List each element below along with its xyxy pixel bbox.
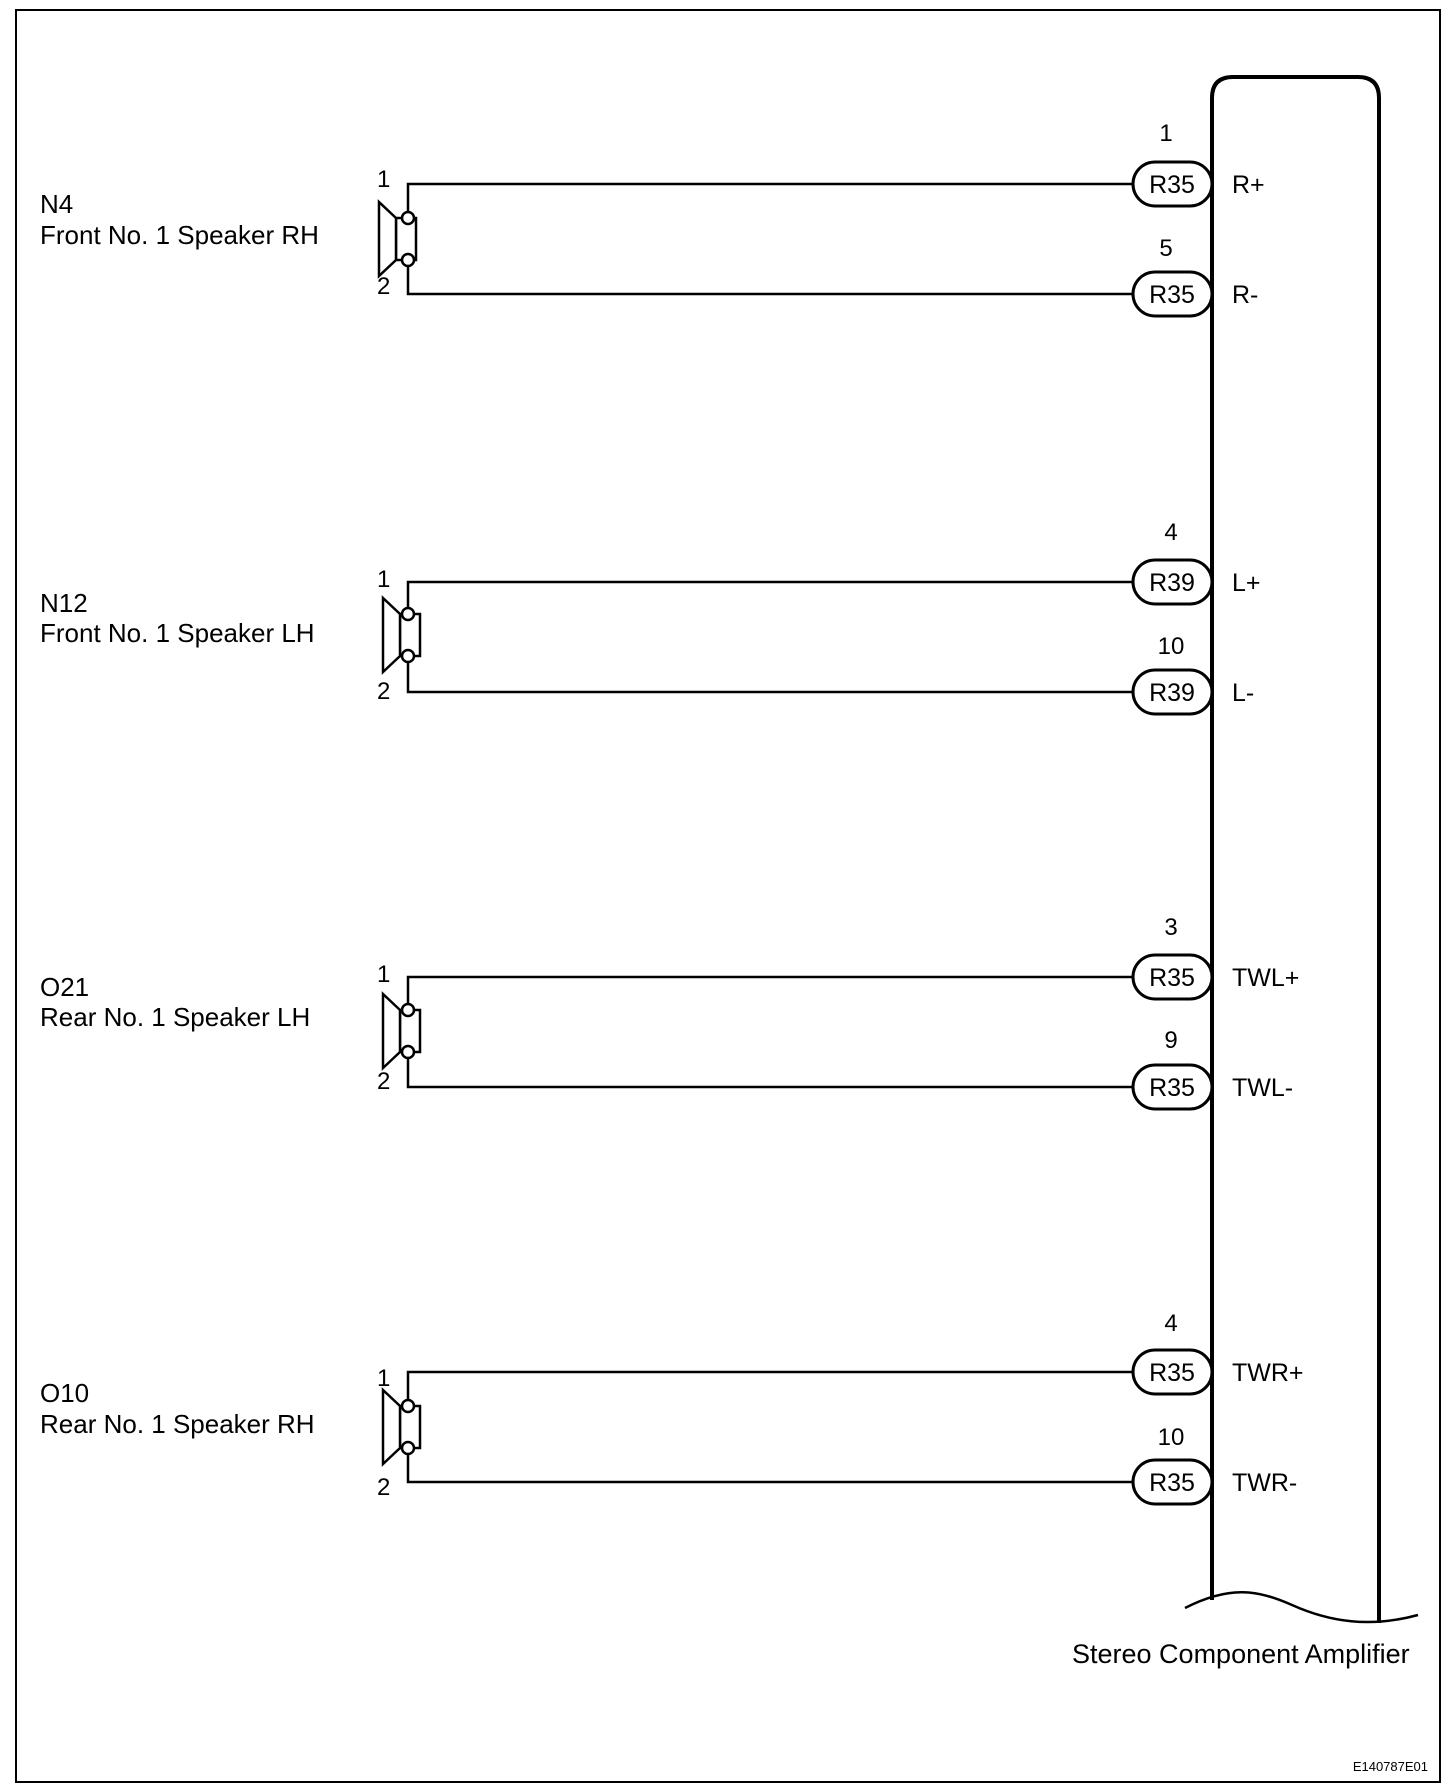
terminal-dot [400,252,416,268]
terminal-signal: R- [1232,281,1258,309]
speaker-group-o21: O21 Rear No. 1 Speaker LH 1 2 3 R35 TWL+… [40,914,1299,1111]
speaker-icon [381,595,422,675]
amp-pin-number: 10 [1158,1424,1185,1451]
terminal-dot [400,1398,416,1414]
terminal-dot [400,1440,416,1456]
amp-pin-number: 4 [1164,1310,1177,1337]
connector-id: R39 [1149,679,1195,707]
terminal-dot [400,606,416,622]
wire-plus [406,580,1133,614]
amp-pin-number: 1 [1159,120,1172,147]
amp-pin-number: 4 [1164,519,1177,546]
connector-id: R35 [1149,964,1195,992]
terminal-signal: TWR+ [1232,1359,1304,1387]
figure-code: E140787E01 [1353,1759,1428,1774]
speaker-pin-1: 1 [377,566,390,593]
speaker-name: Rear No. 1 Speaker LH [40,1002,310,1032]
wire-plus [406,1370,1133,1406]
speaker-pin-2: 2 [377,1474,390,1501]
terminal-dot [400,1044,416,1060]
speaker-id: N12 [40,588,88,618]
wire-minus [406,260,1133,296]
wire-plus [406,975,1133,1010]
terminal-signal: R+ [1232,171,1265,199]
connector-id: R39 [1149,569,1195,597]
speaker-pin-1: 1 [377,961,390,988]
terminal-signal: L+ [1232,569,1261,597]
terminal-signal: L- [1232,679,1254,707]
connector-badge [1131,160,1214,208]
wire-minus [406,656,1133,694]
terminal-dot [400,1002,416,1018]
terminal-dot [400,648,416,664]
amp-pin-number: 9 [1164,1027,1177,1054]
connector-id: R35 [1149,171,1195,199]
amp-pin-number: 5 [1159,235,1172,262]
speaker-pin-1: 1 [377,1365,390,1392]
speaker-pin-2: 2 [377,678,390,705]
connector-badge [1131,668,1214,716]
speaker-pin-1: 1 [377,166,390,193]
connector-badge [1131,1348,1214,1396]
speaker-group-o10: O10 Rear No. 1 Speaker RH 1 2 4 R35 TWR+… [40,1310,1304,1506]
speaker-pin-2: 2 [377,1068,390,1095]
wire-plus [406,182,1133,218]
connector-badge [1131,558,1214,606]
amplifier-break-line [1184,1591,1419,1624]
speaker-name: Rear No. 1 Speaker RH [40,1409,315,1439]
terminal-signal: TWL+ [1232,964,1299,992]
speaker-icon [381,1387,422,1467]
connector-badge [1131,953,1214,1001]
speaker-group-n12: N12 Front No. 1 Speaker LH 1 2 4 R39 L+ … [40,519,1261,716]
connector-badge [1131,270,1214,318]
connector-id: R35 [1149,1359,1195,1387]
wire-minus [406,1448,1133,1484]
amp-pin-number: 3 [1164,914,1177,941]
connector-badge [1131,1063,1214,1111]
terminal-signal: TWL- [1232,1074,1293,1102]
amp-pin-number: 10 [1158,633,1185,660]
speaker-name: Front No. 1 Speaker LH [40,618,315,648]
speaker-name: Front No. 1 Speaker RH [40,220,319,250]
connector-id: R35 [1149,1469,1195,1497]
speaker-id: O21 [40,972,89,1002]
speaker-id: O10 [40,1378,89,1408]
wire-minus [406,1052,1133,1089]
amplifier-label: Stereo Component Amplifier [1072,1639,1410,1669]
connector-id: R35 [1149,1074,1195,1102]
terminal-signal: TWR- [1232,1469,1297,1497]
amplifier-body [1210,75,1381,1623]
speaker-icon [381,991,422,1071]
connector-badge [1131,1458,1214,1506]
terminal-dot [400,210,416,226]
diagram-border [15,9,1441,1783]
speaker-pin-2: 2 [377,273,390,300]
connector-id: R35 [1149,281,1195,309]
speaker-group-n4: N4 Front No. 1 Speaker RH 1 2 1 R35 R+ 5… [40,120,1265,318]
speaker-id: N4 [40,189,73,219]
